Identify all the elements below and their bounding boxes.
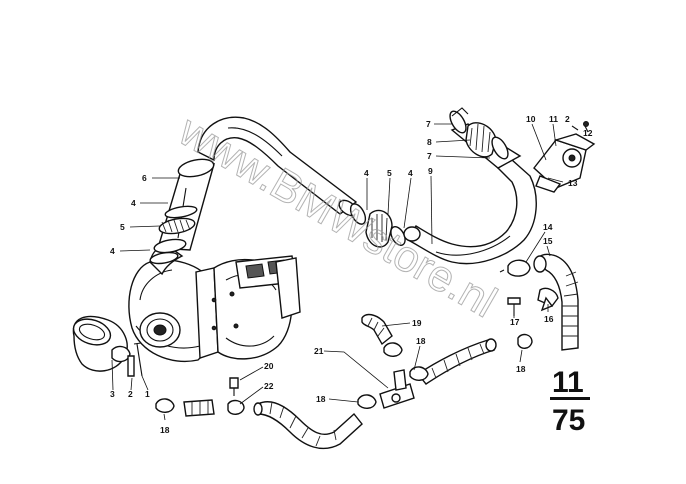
intake-adapter	[72, 315, 128, 372]
callout-11: 11	[549, 114, 558, 124]
callout-3: 3	[110, 389, 115, 399]
callout-19: 19	[412, 318, 422, 328]
callout-6: 6	[142, 173, 147, 183]
page-number-bottom: 75	[552, 404, 585, 437]
callout-4-d: 4	[408, 168, 413, 178]
clamp-18-t	[409, 366, 429, 381]
hose-upper-right	[416, 338, 497, 385]
clamp-18-left	[155, 398, 175, 413]
callout-4-c: 4	[364, 168, 369, 178]
callout-16: 16	[544, 314, 554, 324]
turbocharger	[128, 245, 301, 362]
callout-20: 20	[264, 361, 274, 371]
clamp-14	[499, 259, 531, 277]
clamp-18-lower	[357, 394, 377, 409]
callout-18-mid: 18	[416, 336, 426, 346]
callout-2: 2	[128, 389, 133, 399]
blow-off-valve	[533, 121, 596, 193]
hose-15	[533, 253, 579, 351]
callout-4-b: 4	[110, 246, 115, 256]
callout-18-lower: 18	[316, 394, 326, 404]
callout-17: 17	[510, 317, 520, 327]
callout-7-b: 7	[427, 151, 432, 161]
callout-21: 21	[314, 346, 324, 356]
callout-9: 9	[428, 166, 433, 176]
leader-lines	[111, 123, 564, 421]
callout-7-a: 7	[426, 119, 431, 129]
callout-10: 10	[526, 114, 536, 124]
hose-lower	[253, 401, 363, 450]
callout-18-right: 18	[516, 364, 526, 374]
upper-couplings	[449, 107, 509, 160]
callout-5-b: 5	[387, 168, 392, 178]
t-piece	[379, 369, 415, 409]
callout-13: 13	[568, 178, 578, 188]
page-number-divider	[550, 397, 590, 400]
callout-1: 1	[145, 389, 150, 399]
callout-12: 12	[583, 128, 593, 138]
bracket-16	[537, 287, 559, 312]
callout-8: 8	[427, 137, 432, 147]
callout-4-a: 4	[131, 198, 136, 208]
callout-18-left: 18	[160, 425, 170, 435]
callout-5-a: 5	[120, 222, 125, 232]
callout-2-top: 2	[565, 114, 570, 124]
screw-17	[507, 297, 521, 316]
callout-22: 22	[264, 381, 274, 391]
callout-numbers: 6 4 5 4 4 5 4 9 7 8 7 10 11 2 12 13 14 1…	[110, 114, 593, 435]
page-number: 11 75	[550, 366, 590, 437]
callout-15: 15	[543, 236, 553, 246]
fitting-20	[229, 377, 239, 396]
clamp-18-mid	[383, 342, 403, 357]
coupling-rings	[349, 203, 406, 248]
page-number-top: 11	[552, 366, 584, 399]
clamp-18-right	[517, 333, 533, 349]
inlet-pipe	[149, 158, 216, 265]
short-hose	[183, 399, 215, 417]
hose-19	[361, 313, 393, 346]
callout-14: 14	[543, 222, 553, 232]
